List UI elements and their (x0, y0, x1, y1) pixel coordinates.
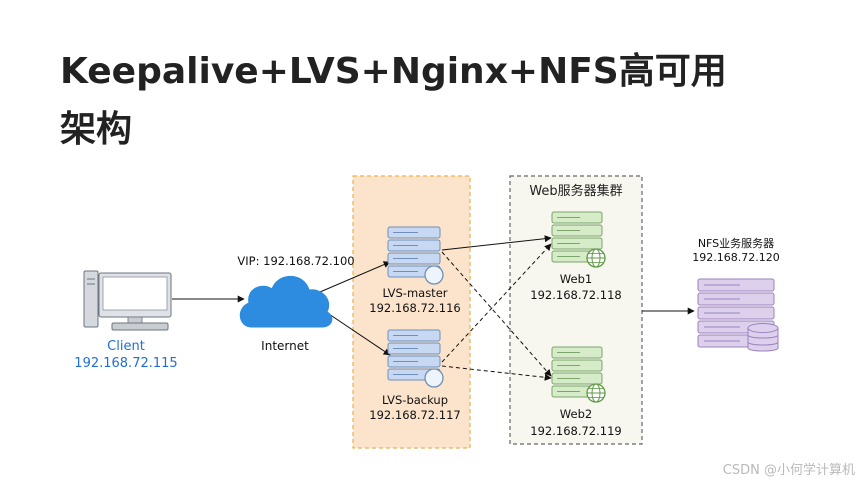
web-cluster-label: Web服务器集群 (529, 183, 622, 199)
web1-ip: 192.168.72.118 (530, 288, 621, 302)
edge-backup-web1 (441, 243, 552, 363)
database-icon (747, 323, 779, 352)
edge-internet-lvs-master (319, 261, 391, 293)
page-title-line-1: Keepalive+LVS+Nginx+NFS高可用 (60, 51, 727, 92)
lvs-master-ip: 192.168.72.116 (369, 301, 460, 315)
nfs-label: NFS业务服务器 (698, 237, 774, 250)
vip-label: VIP: 192.168.72.100 (237, 254, 354, 268)
lvs-master-server-icon (387, 226, 444, 285)
web2-ip: 192.168.72.119 (530, 424, 621, 438)
lvs-backup-ip: 192.168.72.117 (369, 408, 460, 422)
web1-label: Web1 (560, 272, 592, 286)
csdn-watermark: CSDN @小何学计算机 (722, 463, 855, 478)
edge-backup-web2 (441, 365, 552, 381)
client-computer-icon (83, 270, 172, 331)
nfs-ip: 192.168.72.120 (692, 251, 779, 264)
lvs-group-box (352, 175, 471, 449)
page-title-line-2: 架构 (60, 109, 133, 150)
client-label: Client (107, 339, 145, 354)
lvs-backup-server-icon (387, 329, 444, 388)
lvs-master-label: LVS-master (382, 286, 447, 300)
internet-label: Internet (261, 339, 309, 353)
internet-cloud-icon (239, 275, 333, 328)
web2-server-icon (551, 346, 606, 403)
edge-master-web1 (441, 235, 552, 251)
web1-server-icon (551, 211, 606, 268)
web2-label: Web2 (560, 407, 592, 421)
lvs-backup-label: LVS-backup (382, 393, 448, 407)
client-ip: 192.168.72.115 (74, 356, 177, 371)
